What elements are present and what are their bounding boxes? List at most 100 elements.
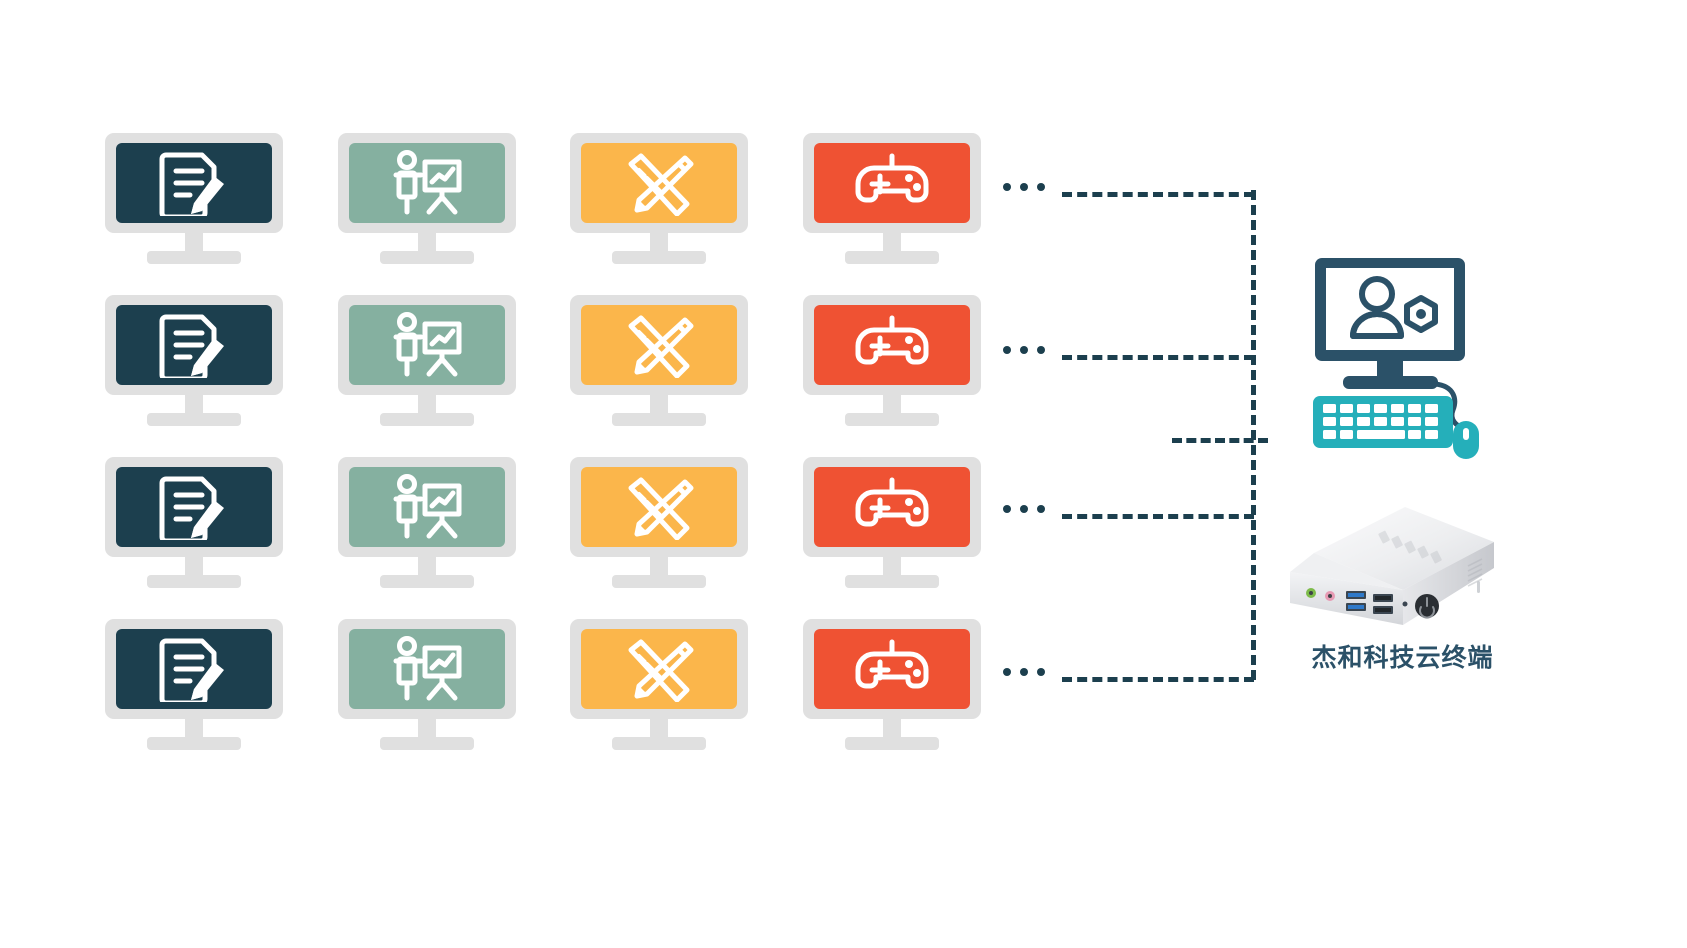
monitor-screen-gaming [814, 143, 970, 223]
monitor-neck [418, 233, 436, 255]
mini-pc-vents [1467, 558, 1483, 587]
ellipsis-row-3 [1003, 505, 1045, 513]
monitor-screen-gaming [814, 629, 970, 709]
gamepad-icon [855, 639, 929, 689]
monitor-base [147, 413, 241, 426]
monitor-base [612, 737, 706, 750]
admin-monitor-neck [1377, 361, 1403, 378]
connector-branch-1 [1062, 192, 1254, 197]
monitor-base [147, 575, 241, 588]
client-monitor-gaming-r1[interactable] [803, 133, 981, 264]
cloud-terminal-caption: 杰和科技云终端 [1311, 643, 1494, 672]
presentation-chart-icon [393, 150, 462, 215]
monitor-neck [650, 719, 668, 741]
monitor-base [612, 251, 706, 264]
ellipsis-dot [1037, 346, 1045, 354]
connector-vertical-bus [1251, 190, 1256, 680]
monitor-neck [883, 557, 901, 579]
presentation-chart-icon [393, 474, 462, 539]
monitor-neck [883, 719, 901, 741]
admin-workstation[interactable] [1285, 258, 1480, 463]
ellipsis-dot [1020, 183, 1028, 191]
connector-branch-3 [1062, 514, 1254, 519]
monitor-screen-presentation [349, 305, 505, 385]
monitor-screen-design [581, 467, 737, 547]
monitor-base [380, 251, 474, 264]
client-monitor-document-r4[interactable] [105, 619, 283, 750]
monitor-screen-presentation [349, 467, 505, 547]
connector-trunk-to-server [1172, 438, 1268, 443]
client-monitor-document-r3[interactable] [105, 457, 283, 588]
monitor-screen-gaming [814, 305, 970, 385]
client-monitor-design-r1[interactable] [570, 133, 748, 264]
monitor-screen-design [581, 143, 737, 223]
monitor-base [380, 575, 474, 588]
monitor-screen-presentation [349, 143, 505, 223]
monitor-neck [650, 557, 668, 579]
pencil-ruler-icon [628, 477, 694, 540]
ellipsis-dot [1003, 346, 1011, 354]
mini-pc-top [1314, 507, 1494, 590]
monitor-neck [185, 557, 203, 579]
client-monitor-presentation-r2[interactable] [338, 295, 516, 426]
document-edit-icon [159, 152, 224, 216]
monitor-base [845, 413, 939, 426]
mini-pc-icon [1290, 507, 1494, 625]
client-monitor-gaming-r3[interactable] [803, 457, 981, 588]
client-monitor-design-r4[interactable] [570, 619, 748, 750]
mini-pc-slot [1477, 581, 1480, 593]
monitor-screen-document [116, 467, 272, 547]
monitor-base [845, 251, 939, 264]
ellipsis-dot [1003, 668, 1011, 676]
document-edit-icon [159, 638, 224, 702]
mouse-icon [1453, 421, 1479, 459]
monitor-neck [883, 233, 901, 255]
monitor-base [147, 251, 241, 264]
client-monitor-gaming-r4[interactable] [803, 619, 981, 750]
client-monitor-document-r1[interactable] [105, 133, 283, 264]
ellipsis-dot [1037, 668, 1045, 676]
monitor-neck [418, 395, 436, 417]
monitor-base [380, 413, 474, 426]
monitor-base [380, 737, 474, 750]
monitor-neck [650, 233, 668, 255]
monitor-screen-presentation [349, 629, 505, 709]
pencil-ruler-icon [628, 153, 694, 216]
mini-pc-device[interactable] [1272, 498, 1502, 633]
monitor-screen-document [116, 143, 272, 223]
monitor-neck [185, 395, 203, 417]
gamepad-icon [855, 315, 929, 365]
ellipsis-row-2 [1003, 346, 1045, 354]
monitor-screen-document [116, 305, 272, 385]
connector-branch-2 [1062, 355, 1254, 360]
ellipsis-dot [1020, 668, 1028, 676]
gamepad-icon [855, 477, 929, 527]
monitor-neck [650, 395, 668, 417]
ellipsis-dot [1020, 505, 1028, 513]
client-monitor-presentation-r4[interactable] [338, 619, 516, 750]
client-monitor-gaming-r2[interactable] [803, 295, 981, 426]
ellipsis-dot [1037, 183, 1045, 191]
monitor-screen-gaming [814, 467, 970, 547]
status-led [1402, 601, 1408, 607]
monitor-neck [185, 233, 203, 255]
monitor-neck [185, 719, 203, 741]
ellipsis-dot [1037, 505, 1045, 513]
keyboard-icon [1313, 396, 1453, 448]
client-monitor-presentation-r1[interactable] [338, 133, 516, 264]
ellipsis-dot [1003, 183, 1011, 191]
mini-pc-bevel [1290, 553, 1403, 590]
gear-hex-icon [1404, 295, 1438, 333]
client-monitor-document-r2[interactable] [105, 295, 283, 426]
monitor-base [845, 575, 939, 588]
document-edit-icon [159, 476, 224, 540]
client-monitor-presentation-r3[interactable] [338, 457, 516, 588]
monitor-base [612, 413, 706, 426]
gamepad-icon [855, 153, 929, 203]
client-monitor-design-r2[interactable] [570, 295, 748, 426]
monitor-base [845, 737, 939, 750]
presentation-chart-icon [393, 312, 462, 377]
ellipsis-row-4 [1003, 668, 1045, 676]
client-monitor-design-r3[interactable] [570, 457, 748, 588]
